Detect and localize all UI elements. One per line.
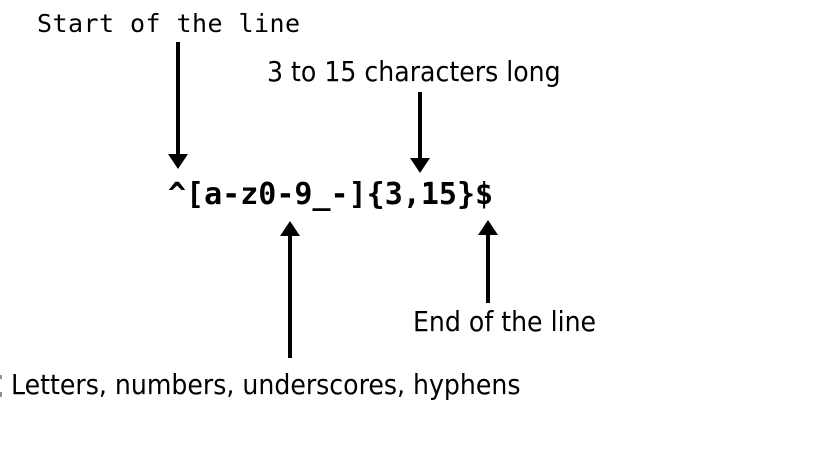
arrow-shaft (176, 42, 180, 154)
arrow-shaft (288, 236, 292, 358)
label-start-of-line: Start of the line (37, 9, 301, 38)
arrow-end-of-line (478, 220, 498, 303)
label-end-of-line: End of the line (413, 305, 597, 338)
cropped-glyph-artifact (0, 392, 2, 397)
cropped-glyph-artifact (0, 375, 2, 379)
arrow-head (410, 158, 430, 173)
arrow-shaft (486, 235, 490, 303)
arrow-head (280, 221, 300, 236)
label-length-quantifier: 3 to 15 characters long (267, 55, 561, 88)
label-character-class: Letters, numbers, underscores, hyphens (11, 368, 521, 401)
regex-pattern: ^[a-z0-9_-]{3,15}$ (168, 177, 494, 212)
arrow-head (168, 154, 188, 169)
arrow-start-of-line (168, 42, 188, 169)
arrow-head (478, 220, 498, 235)
arrow-length-quantifier (410, 92, 430, 173)
arrow-shaft (418, 92, 422, 158)
arrow-character-class (280, 221, 300, 358)
